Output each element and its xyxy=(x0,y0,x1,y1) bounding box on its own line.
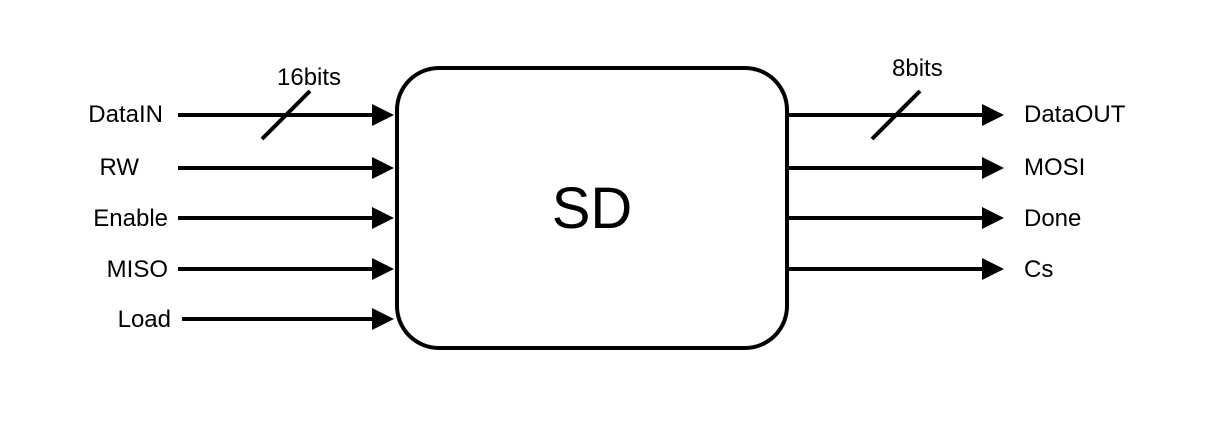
input-arrowhead-miso xyxy=(372,258,394,280)
output-label-cs: Cs xyxy=(1024,256,1054,283)
input-label-datain: DataIN xyxy=(88,101,163,128)
input-label-load: Load xyxy=(117,306,171,333)
output-arrowhead-dataout xyxy=(982,104,1004,126)
input-label-miso: MISO xyxy=(106,256,168,283)
input-arrowhead-load xyxy=(372,308,394,330)
output-arrowhead-done xyxy=(982,207,1004,229)
input-arrows xyxy=(178,104,394,330)
output-label-mosi: MOSI xyxy=(1024,154,1086,181)
output-arrowhead-mosi xyxy=(982,157,1004,179)
sd-block xyxy=(395,66,789,350)
output-label-dataout: DataOUT xyxy=(1024,101,1126,128)
output-bus-slash xyxy=(870,89,922,141)
input-arrowhead-rw xyxy=(372,157,394,179)
output-arrows xyxy=(789,104,1004,280)
input-bus-width-label: 16bits xyxy=(277,64,342,91)
output-arrowhead-cs xyxy=(982,258,1004,280)
output-label-done: Done xyxy=(1024,205,1082,232)
input-label-enable: Enable xyxy=(93,205,168,232)
input-label-rw: RW xyxy=(99,154,139,181)
input-arrowhead-datain xyxy=(372,104,394,126)
input-arrowhead-enable xyxy=(372,207,394,229)
input-bus-slash xyxy=(260,89,312,141)
output-bus-width-label: 8bits xyxy=(892,55,943,82)
